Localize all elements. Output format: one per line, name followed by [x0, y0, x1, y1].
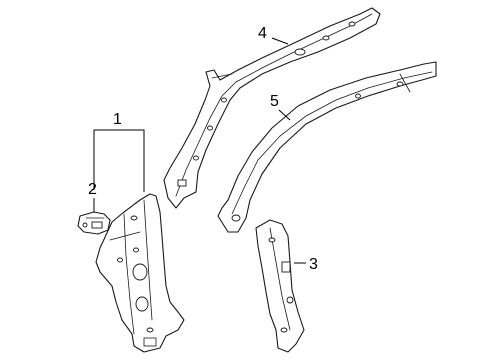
callout-2: 2 — [88, 181, 97, 198]
part-3-pillar-reinforcement — [255, 219, 305, 353]
part-5-roof-side-rail — [217, 61, 437, 233]
part-4-upper-pillar-rail — [163, 7, 381, 209]
part-1-pillar-assembly — [95, 193, 185, 353]
leader-4 — [271, 37, 289, 45]
leader-1-right — [119, 129, 145, 192]
callout-5: 5 — [270, 93, 279, 110]
callout-3: 3 — [309, 256, 318, 273]
callout-1: 1 — [113, 111, 122, 128]
leader-5 — [278, 109, 291, 121]
callout-4: 4 — [258, 25, 267, 42]
part-2-hinge-bracket — [77, 211, 111, 235]
leader-1-left — [93, 129, 119, 190]
leader-lines — [93, 37, 306, 264]
callouts: 1 2 3 4 5 — [88, 25, 318, 273]
